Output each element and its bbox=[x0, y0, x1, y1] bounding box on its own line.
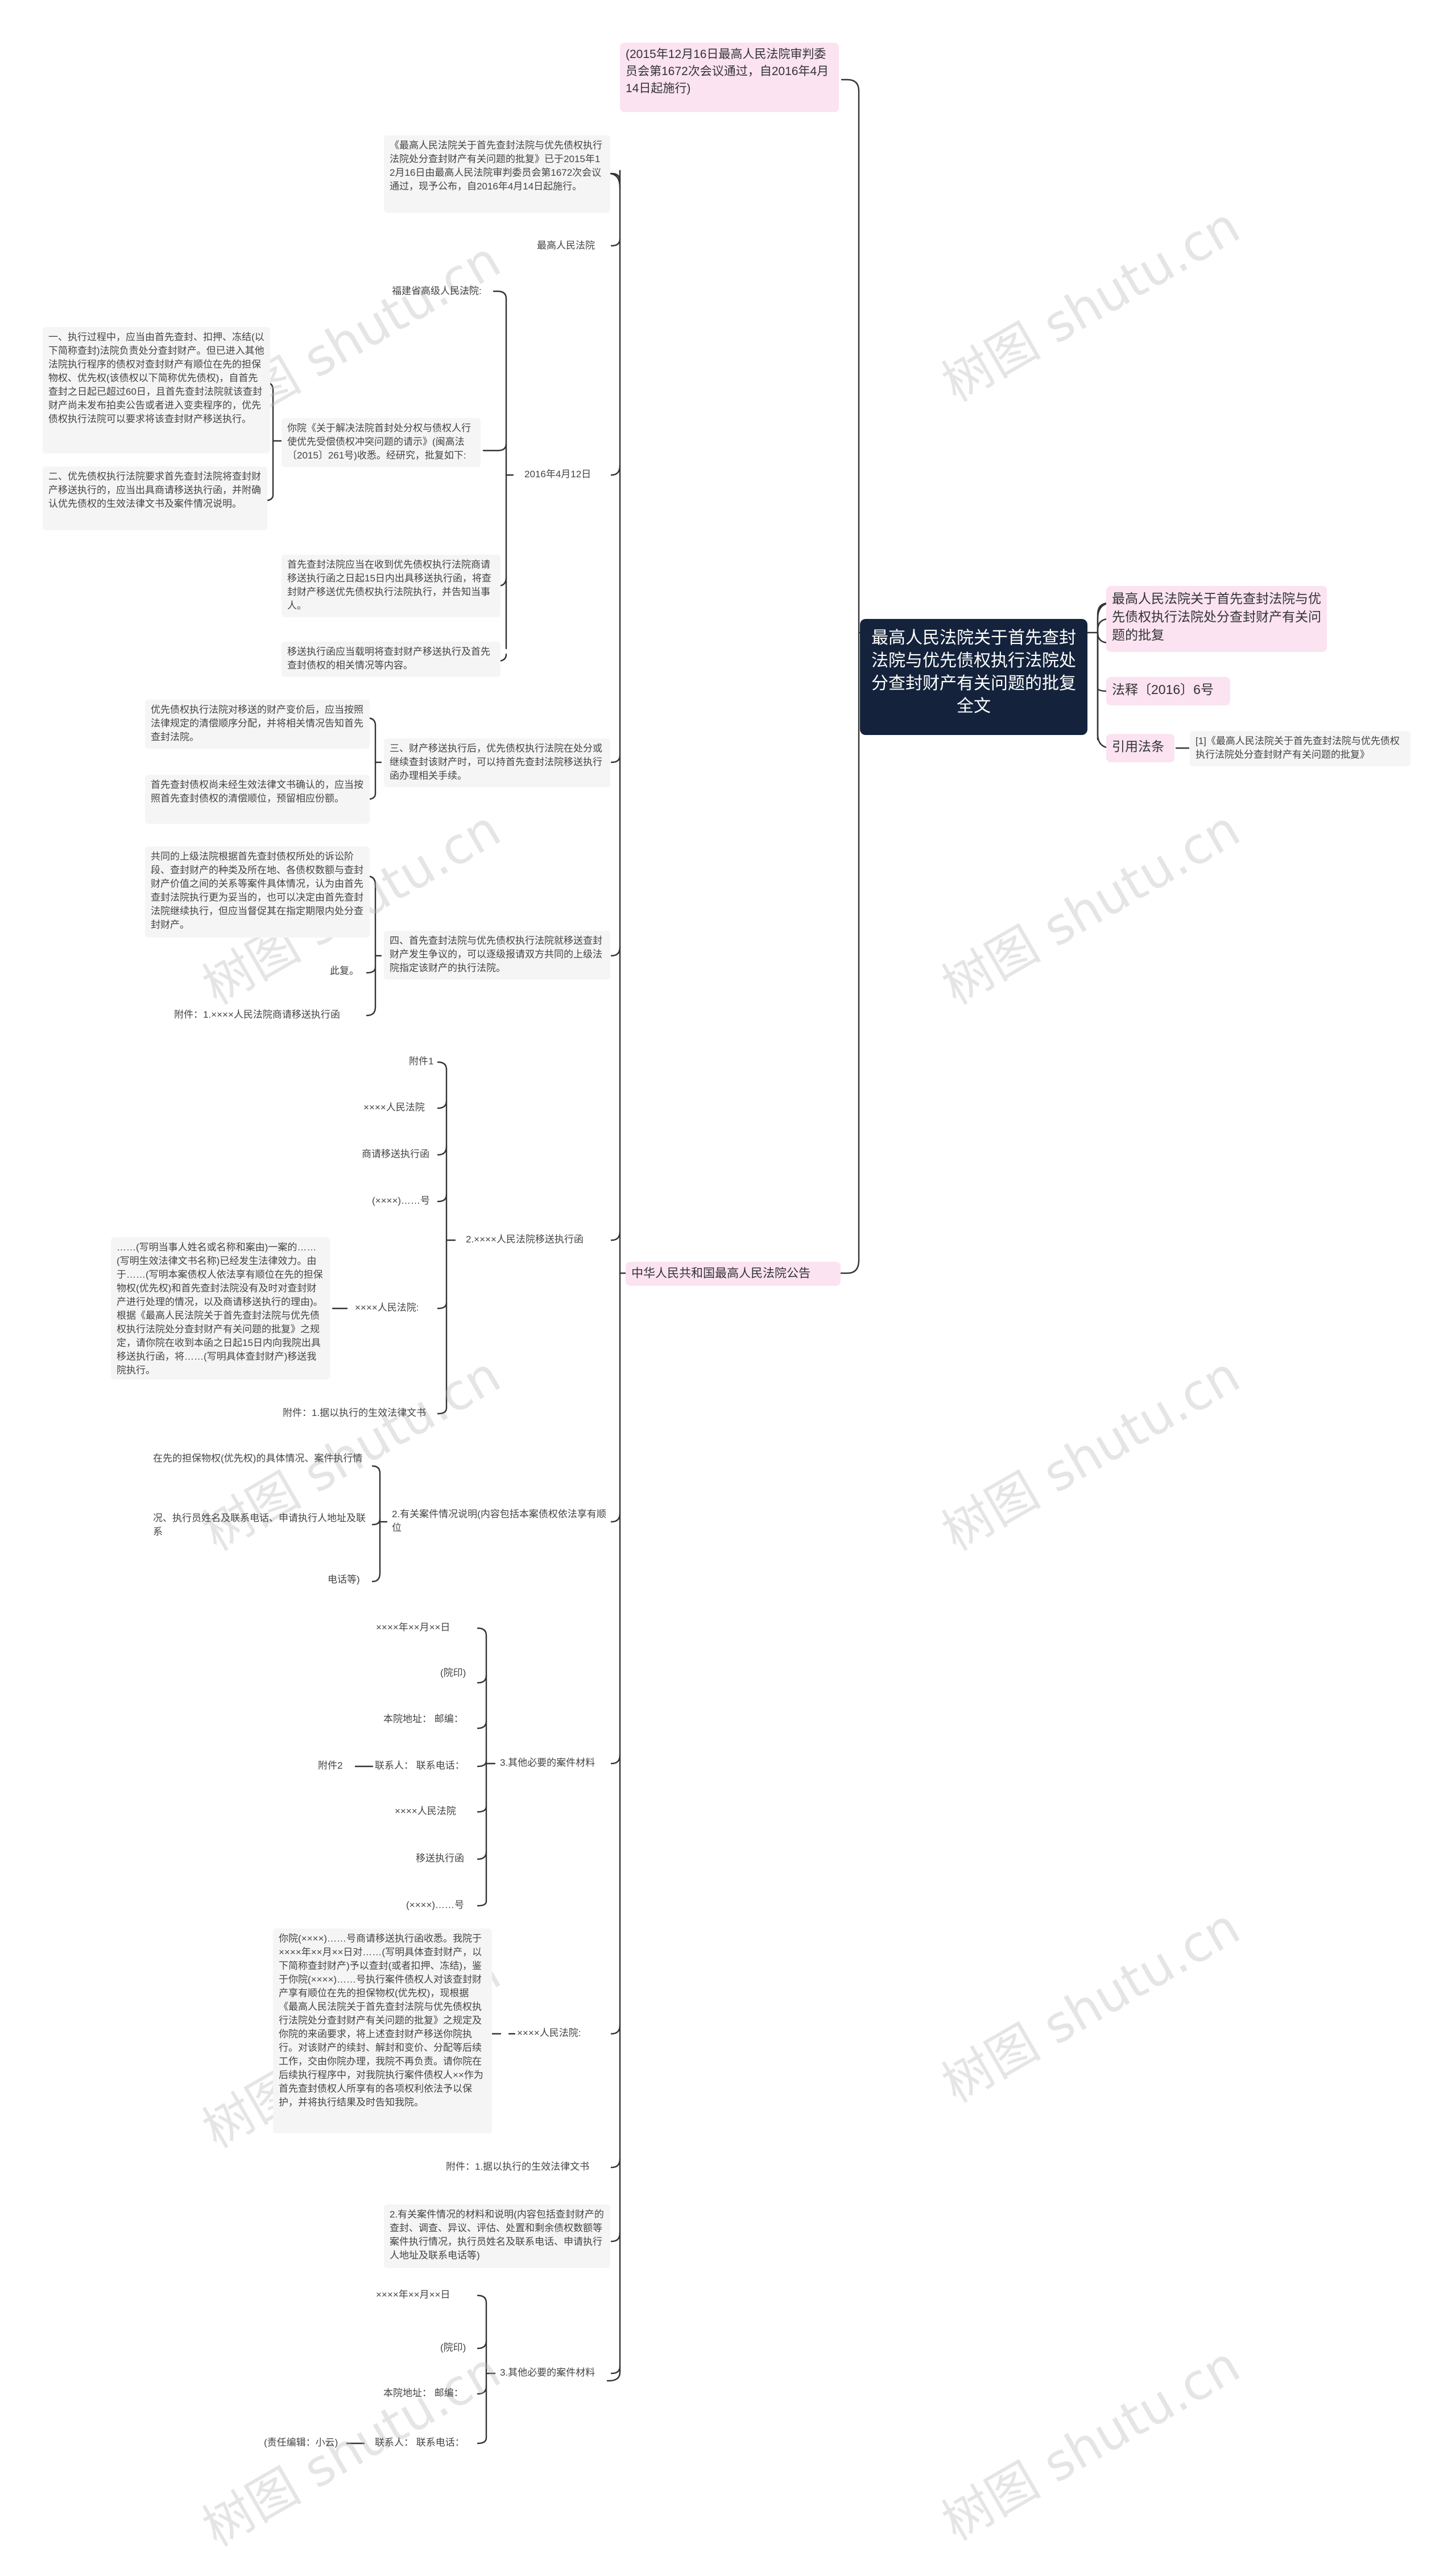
sec2-a5-text-node[interactable]: ……(写明当事人姓名或名称和案由)一案的……(写明生效法律文书名称)已经发生法律… bbox=[111, 1237, 330, 1380]
sec2-a3-node[interactable]: 商请移送执行函 bbox=[362, 1149, 429, 1159]
fifteen-days-node[interactable]: 首先查封法院应当在收到优先债权执行法院商请移送执行函之日起15日内出具移送执行函… bbox=[282, 555, 500, 617]
sec4-node[interactable]: 3.其他必要的案件材料 bbox=[500, 1757, 595, 1768]
sec8-e1-node[interactable]: ××××年××月××日 bbox=[376, 2289, 450, 2300]
sec4-c6-node[interactable]: 移送执行函 bbox=[416, 1853, 464, 1864]
cite-label-node[interactable]: 引用法条 bbox=[1106, 734, 1174, 762]
court-node[interactable]: 最高人民法院 bbox=[537, 240, 595, 251]
item4-b-node[interactable]: 此复。 bbox=[330, 965, 359, 976]
sec8-e2-node[interactable]: (院印) bbox=[440, 2342, 466, 2353]
meeting-note-node[interactable]: (2015年12月16日最高人民法院审判委员会第1672次会议通过，自2016年… bbox=[620, 43, 839, 112]
sec3-b3-node[interactable]: 电话等) bbox=[328, 1574, 360, 1585]
gazette-node[interactable]: 中华人民共和国最高人民法院公告 bbox=[626, 1262, 841, 1286]
sec3-b1-node[interactable]: 在先的担保物权(优先权)的具体情况、案件执行情 bbox=[153, 1453, 363, 1464]
doc-title-node[interactable]: 最高人民法院关于首先查封法院与优先债权执行法院处分查封财产有关问题的批复 bbox=[1106, 586, 1327, 652]
item4-c-node[interactable]: 附件：1.××××人民法院商请移送执行函 bbox=[174, 1009, 340, 1020]
sec4-c1-node[interactable]: ××××年××月××日 bbox=[376, 1622, 450, 1633]
sec2-node[interactable]: 2.××××人民法院移送执行函 bbox=[466, 1234, 584, 1245]
sec4-c4-node[interactable]: 联系人： 联系电话： bbox=[375, 1760, 465, 1771]
sec3-node[interactable]: 2.有关案件情况说明(内容包括本案债权依法享有顺位 bbox=[392, 1509, 606, 1533]
sec5-node[interactable]: ××××人民法院: bbox=[517, 2028, 581, 2038]
sec4-c4-label-node[interactable]: 附件2 bbox=[318, 1760, 343, 1771]
item3-b-node[interactable]: 首先查封债权尚未经生效法律文书确认的，应当按照首先查封债权的清偿顺位，预留相应份… bbox=[145, 775, 370, 824]
sec2-a1-node[interactable]: 附件1 bbox=[409, 1056, 434, 1067]
date-node[interactable]: 2016年4月12日 bbox=[524, 469, 592, 480]
sec8-node[interactable]: 3.其他必要的案件材料 bbox=[500, 2367, 595, 2378]
item4-a-node[interactable]: 共同的上级法院根据首先查封债权所处的诉讼阶段、查封财产的种类及所在地、各债权数额… bbox=[145, 847, 370, 938]
item3-node[interactable]: 三、财产移送执行后，优先债权执行法院在处分或继续查封该财产时，可以持首先查封法院… bbox=[384, 738, 610, 787]
sec3-b2-node[interactable]: 况、执行员姓名及联系电话、申请执行人地址及联系 bbox=[153, 1513, 366, 1537]
sec4-c5-node[interactable]: ××××人民法院 bbox=[395, 1806, 456, 1816]
announce-node[interactable]: 《最高人民法院关于首先查封法院与优先债权执行法院处分查封财产有关问题的批复》已于… bbox=[384, 135, 610, 213]
cite-item-node[interactable]: [1]《最高人民法院关于首先查封法院与优先债权执行法院处分查封财产有关问题的批复… bbox=[1190, 731, 1410, 766]
sec4-c7-node[interactable]: (××××)……号 bbox=[406, 1900, 465, 1910]
item3-a-node[interactable]: 优先债权执行法院对移送的财产变价后，应当按照法律规定的清偿顺序分配，并将相关情况… bbox=[145, 700, 370, 749]
sec6-node[interactable]: 附件：1.据以执行的生效法律文书 bbox=[446, 2161, 590, 2172]
sec5-d1-node[interactable]: 你院(××××)……号商请移送执行函收悉。我院于××××年××月××日对……(写… bbox=[273, 1929, 492, 2133]
sec8-e4-node[interactable]: 联系人： 联系电话： bbox=[375, 2437, 465, 2448]
item2-node[interactable]: 二、优先债权执行法院要求首先查封法院将查封财产移送执行的，应当出具商请移送执行函… bbox=[43, 466, 267, 530]
sec8-e3-node[interactable]: 本院地址： 邮编： bbox=[383, 2388, 464, 2398]
sec2-a5-node[interactable]: ××××人民法院: bbox=[355, 1302, 419, 1313]
reply-node[interactable]: 你院《关于解决法院首封处分权与债权人行使优先受偿债权冲突问题的请示》(闽高法〔2… bbox=[282, 418, 481, 467]
sec2-a6-node[interactable]: 附件：1.据以执行的生效法律文书 bbox=[283, 1407, 427, 1418]
root-topic[interactable]: 最高人民法院关于首先查封法院与优先债权执行法院处分查封财产有关问题的批复全文 bbox=[860, 619, 1087, 735]
fujian-node[interactable]: 福建省高级人民法院: bbox=[392, 286, 482, 296]
doc-number-node[interactable]: 法释〔2016〕6号 bbox=[1106, 677, 1230, 705]
item1-node[interactable]: 一、执行过程中，应当由首先查封、扣押、冻结(以下简称查封)法院负责处分查封财产。… bbox=[43, 327, 270, 453]
sec7-node[interactable]: 2.有关案件情况的材料和说明(内容包括查封财产的查封、调查、异议、评估、处置和剩… bbox=[384, 2204, 610, 2268]
sec2-a4-node[interactable]: (××××)……号 bbox=[372, 1195, 431, 1206]
sec4-c2-node[interactable]: (院印) bbox=[440, 1667, 466, 1678]
sec4-c3-node[interactable]: 本院地址： 邮编： bbox=[383, 1713, 464, 1724]
sec8-e4-label-node[interactable]: (责任编辑：小云) bbox=[264, 2437, 338, 2448]
letter-content-node[interactable]: 移送执行函应当载明将查封财产移送执行及首先查封债权的相关情况等内容。 bbox=[282, 642, 500, 677]
item4-node[interactable]: 四、首先查封法院与优先债权执行法院就移送查封财产发生争议的，可以逐级报请双方共同… bbox=[384, 931, 610, 980]
sec2-a2-node[interactable]: ××××人民法院 bbox=[363, 1102, 425, 1113]
